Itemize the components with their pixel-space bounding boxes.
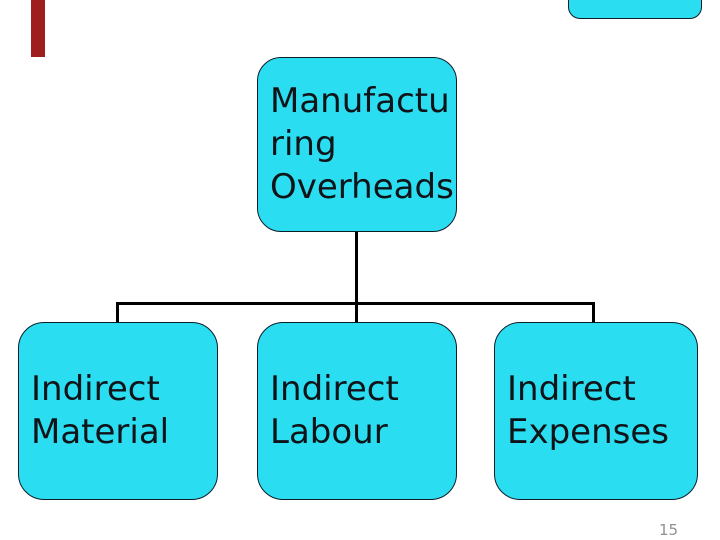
node-manufacturing-overheads: Manufactu ring Overheads — [257, 57, 457, 232]
node-label-line: Labour — [270, 412, 388, 452]
connector-horizontal-rail — [116, 302, 595, 305]
node-label-line: Material — [31, 412, 170, 452]
node-indirect-labour: Indirect Labour — [257, 322, 457, 500]
node-label-line: ring — [270, 124, 337, 164]
node-label-line: Overheads — [270, 167, 454, 207]
top-right-shape-fragment — [568, 0, 702, 19]
node-indirect-expenses: Indirect Expenses — [494, 322, 698, 500]
node-indirect-material: Indirect Material — [18, 322, 218, 500]
node-label-line: Manufactu — [270, 81, 450, 121]
node-label-line: Indirect — [31, 369, 160, 409]
connector-left-drop — [116, 302, 119, 324]
page-number: 15 — [659, 521, 679, 539]
connector-right-drop — [592, 302, 595, 324]
connector-root-vertical — [355, 232, 358, 325]
node-label-line: Indirect — [270, 369, 399, 409]
node-label-line: Indirect — [507, 369, 636, 409]
node-label-line: Expenses — [507, 412, 669, 452]
red-accent-bar — [31, 0, 45, 57]
